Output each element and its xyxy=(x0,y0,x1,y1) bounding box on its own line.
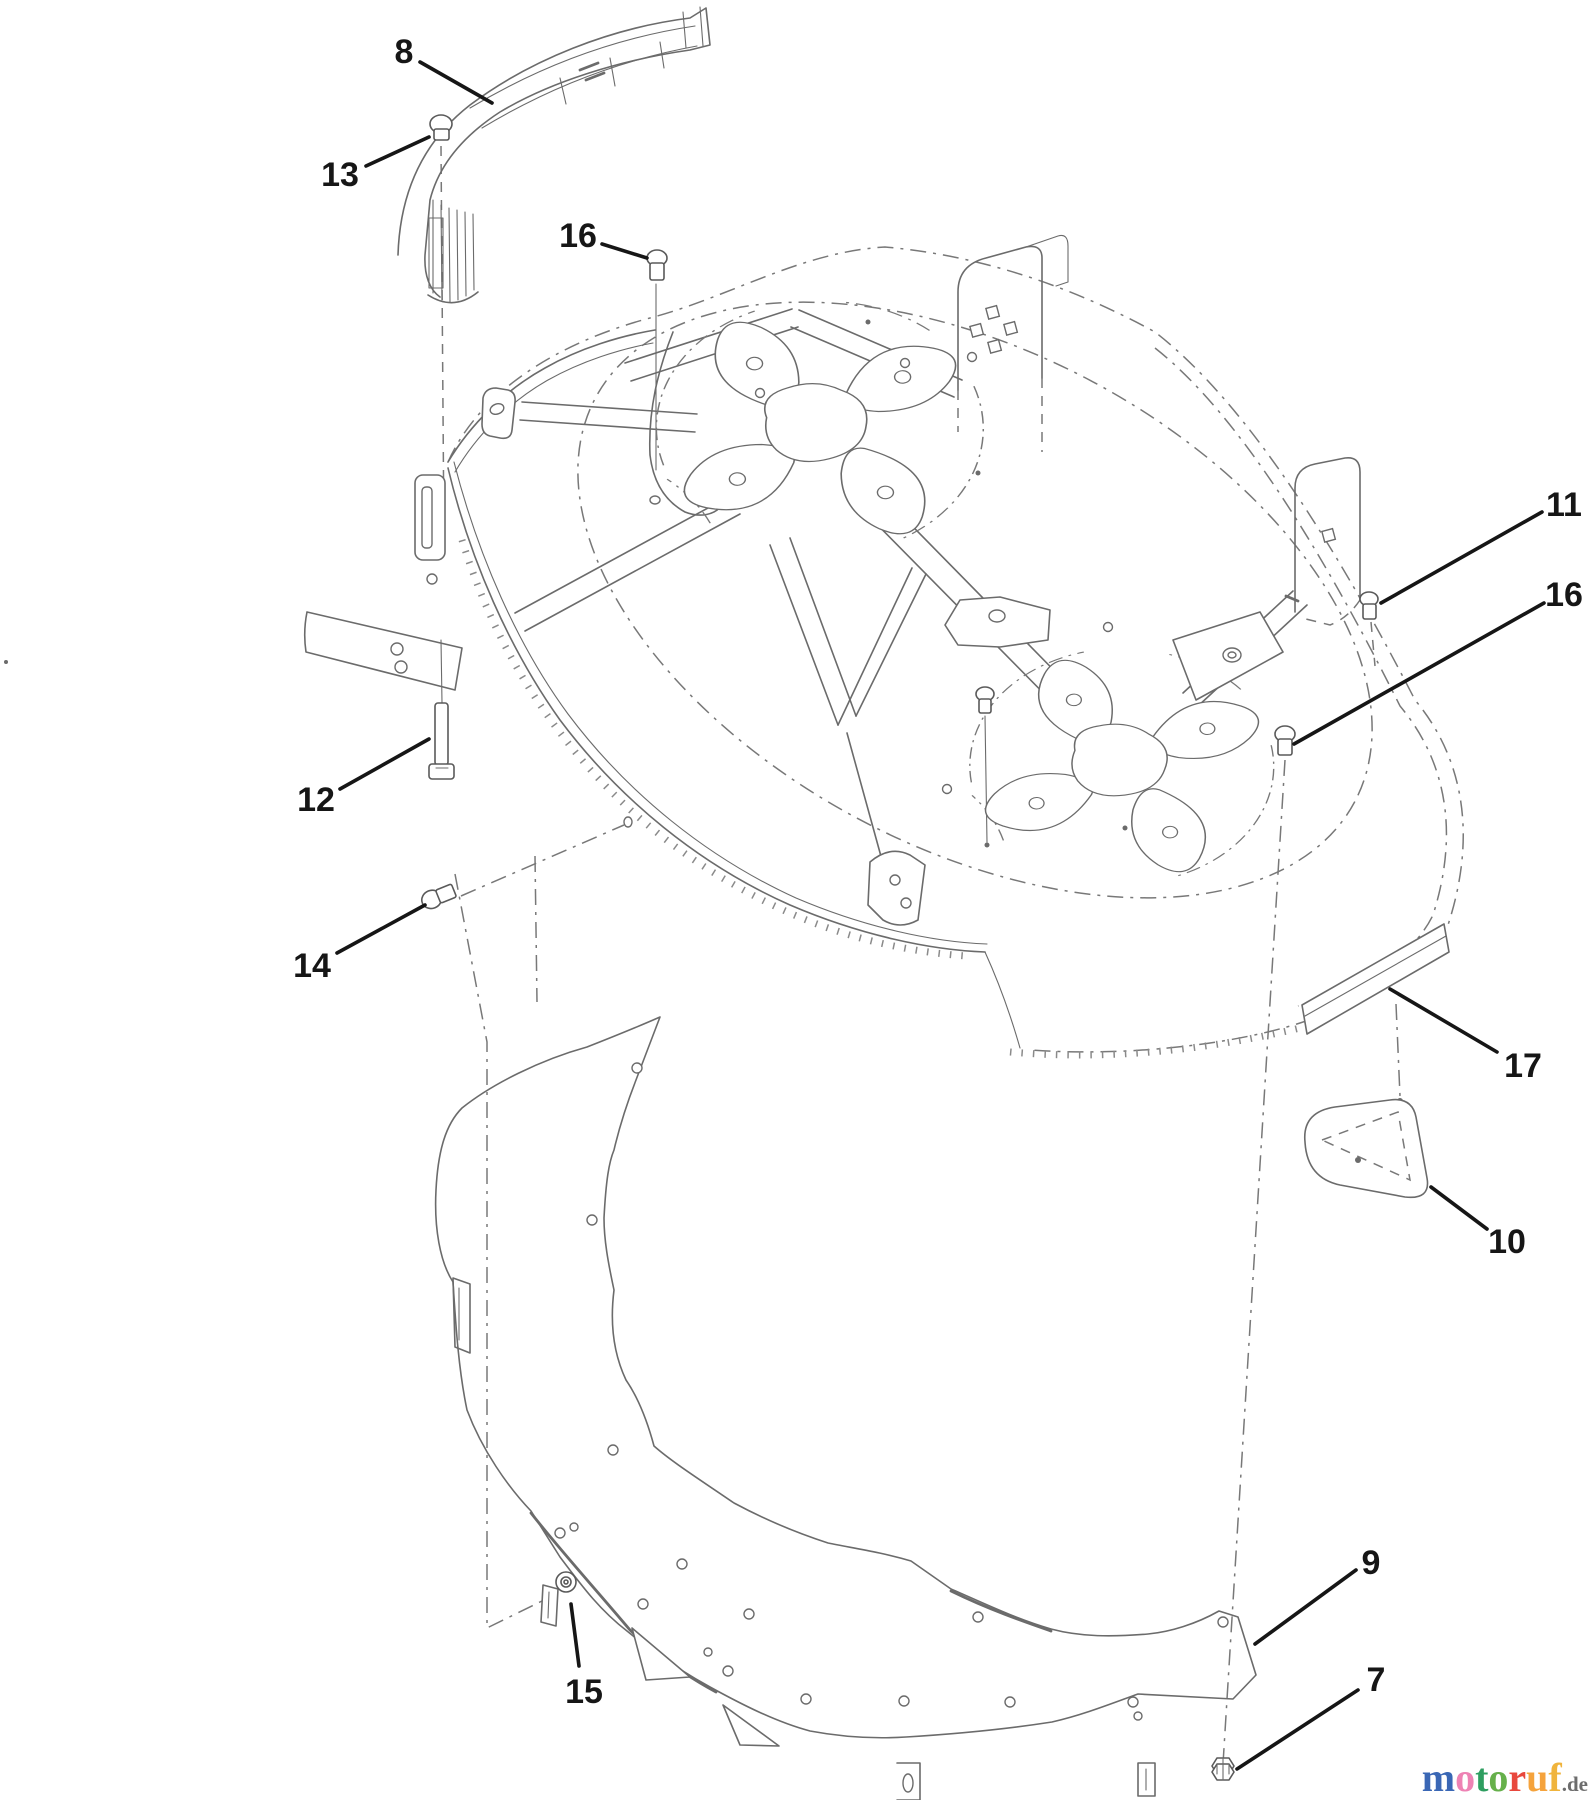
callout-14: 14 xyxy=(293,947,331,985)
screw-11-icon xyxy=(1359,591,1379,620)
fasteners xyxy=(420,114,1379,1781)
deflector-slats xyxy=(427,199,479,304)
mower-deck-assembly xyxy=(303,234,1464,1059)
shell-holes xyxy=(554,1062,1229,1721)
pad-part10 xyxy=(1304,1098,1429,1199)
deflector-part8 xyxy=(397,6,711,304)
skid-strip-part17 xyxy=(1301,923,1450,1035)
callout-12: 12 xyxy=(297,781,335,819)
callout-13: 13 xyxy=(321,156,359,194)
deck-braces xyxy=(514,308,1308,861)
callout-10: 10 xyxy=(1488,1223,1526,1261)
right-blade-spindle xyxy=(960,644,1283,882)
right-plate-bracket xyxy=(1284,456,1361,626)
deck-skirt xyxy=(447,467,986,953)
carriage-bolt-12-icon xyxy=(428,639,455,780)
left-lug xyxy=(481,387,516,440)
hex-bolt-13-icon xyxy=(429,114,453,141)
left-mounting-arm xyxy=(303,611,463,691)
stray-mark xyxy=(4,660,8,664)
hex-bolt-14-icon xyxy=(420,883,457,910)
callout-9: 9 xyxy=(1362,1544,1381,1582)
callout-11: 11 xyxy=(1546,486,1582,524)
hex-nut-7-icon xyxy=(1211,1757,1235,1781)
left-blade-spindle xyxy=(643,294,995,556)
motoruf-watermark-word: motoruf xyxy=(1421,1755,1562,1800)
center-bolt-icon xyxy=(975,686,995,714)
callout-7: 7 xyxy=(1367,1661,1386,1699)
callout-8: 8 xyxy=(395,33,414,71)
callout-16-top: 16 xyxy=(559,217,597,255)
flange-nut-15-icon xyxy=(555,1571,577,1593)
hex-bolt-16a-icon xyxy=(646,249,668,281)
motoruf-watermark-suffix: .de xyxy=(1561,1772,1588,1796)
callout-15: 15 xyxy=(565,1673,603,1711)
chute-edge xyxy=(648,331,723,516)
callout-16-right: 16 xyxy=(1545,576,1583,614)
shell-tabs xyxy=(452,1277,1156,1800)
upright-bracket xyxy=(957,234,1069,452)
housing-shell-part9 xyxy=(434,1016,1257,1800)
motoruf-watermark: motoruf.de xyxy=(1422,1758,1588,1798)
construction-lines xyxy=(440,145,1403,1765)
front-hanger-bracket xyxy=(867,850,926,926)
center-plate xyxy=(944,596,1051,648)
callouts: 8 13 16 11 16 12 14 17 10 9 15 7 xyxy=(293,33,1583,1771)
callout-17: 17 xyxy=(1504,1047,1542,1085)
hex-bolt-16b-icon xyxy=(1274,725,1296,756)
right-flat-plate xyxy=(1172,611,1284,701)
left-slotted-bracket xyxy=(414,474,446,561)
